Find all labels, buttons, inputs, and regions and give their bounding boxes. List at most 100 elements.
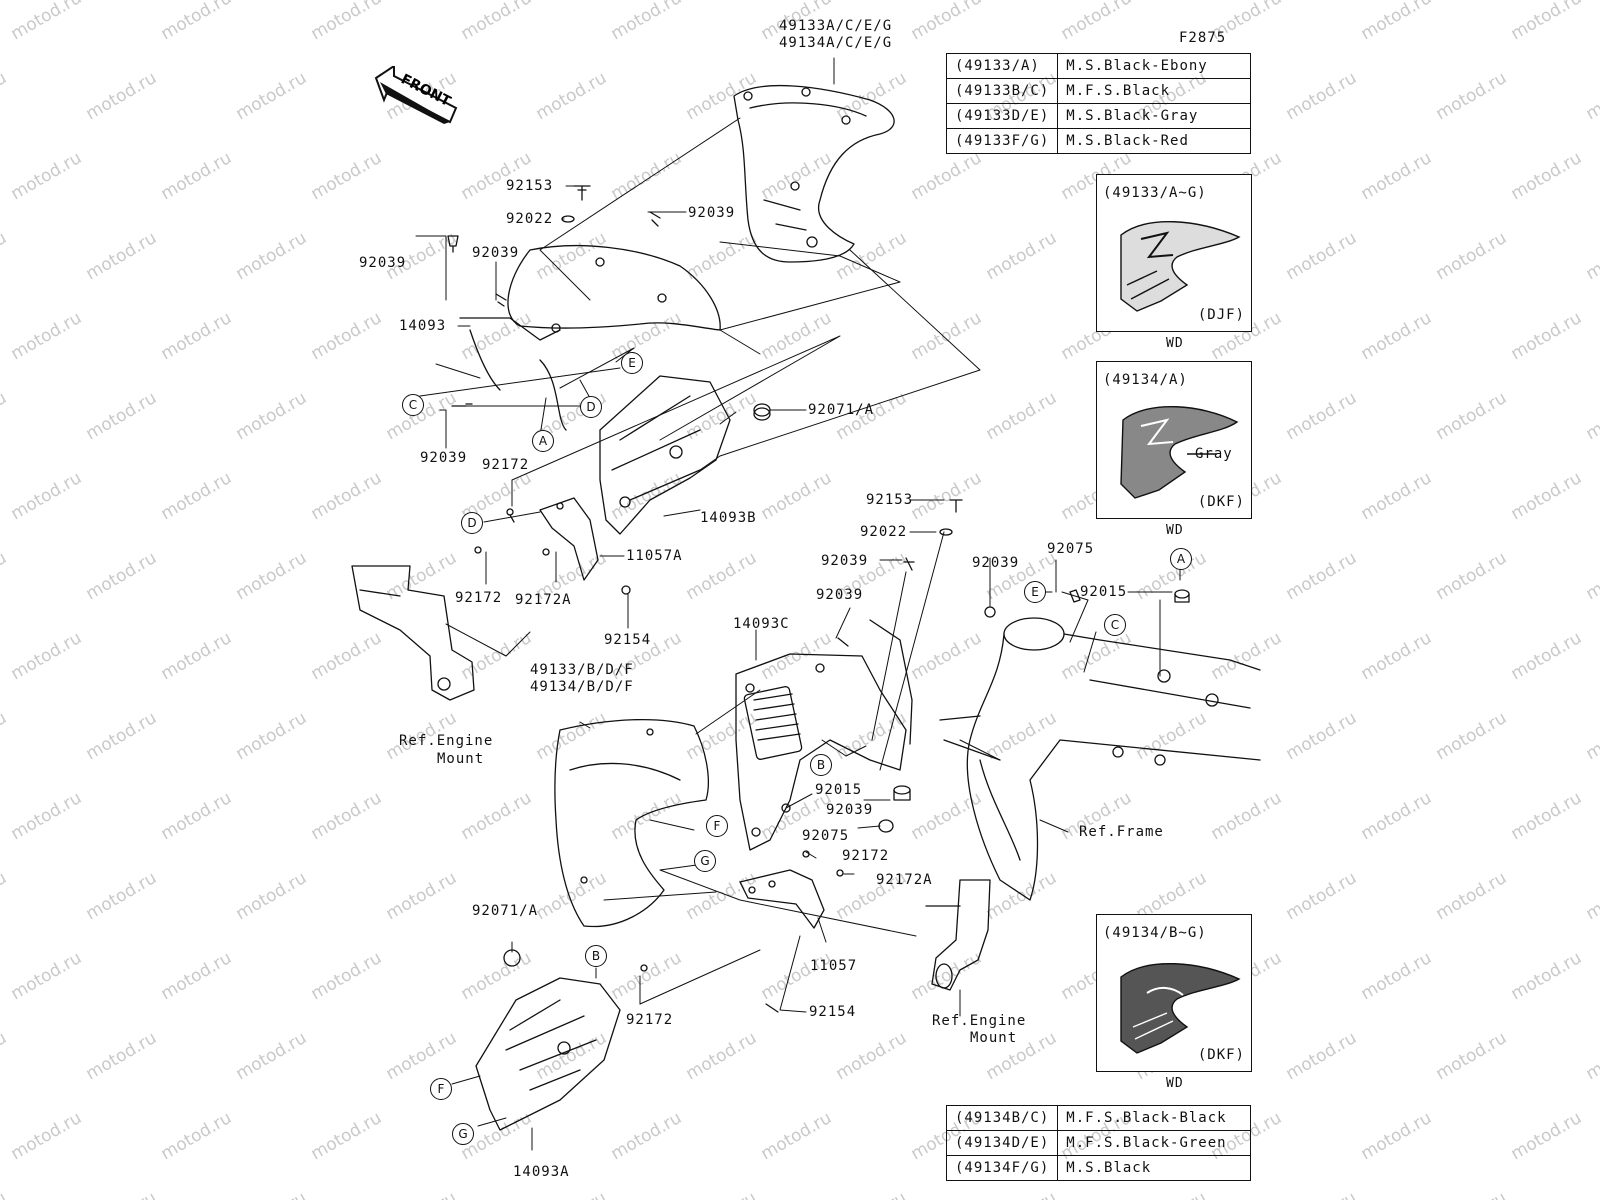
- label-49133a: 49133A/C/E/G: [779, 18, 893, 34]
- label-92015-r: 92015: [1080, 584, 1128, 600]
- color-row: (49134B/C)M.F.S.Black-Black: [945, 1105, 1252, 1131]
- color-row: (49134F/G)M.S.Black: [945, 1155, 1252, 1181]
- part-code-cell: (49133D/E): [945, 103, 1059, 129]
- label-92154-t: 92154: [604, 632, 652, 648]
- color-table-bottom: (49134B/C)M.F.S.Black-Black(49134D/E)M.F…: [945, 1105, 1252, 1181]
- color-row: (49134D/E)M.F.S.Black-Green: [945, 1130, 1252, 1156]
- callout-g-mid: G: [694, 850, 716, 872]
- label-ref-engine-1b: Mount: [437, 751, 485, 767]
- inset-header: (49134/B~G): [1103, 925, 1207, 941]
- callout-b-mid: B: [810, 754, 832, 776]
- label-92022-top: 92022: [506, 211, 554, 227]
- label-92172-m: 92172: [842, 848, 890, 864]
- inset-wd-label: WD: [1166, 1076, 1184, 1091]
- label-14093a: 14093A: [513, 1164, 570, 1180]
- inner-shroud-part: [735, 619, 913, 851]
- color-name-cell: M.S.Black-Gray: [1057, 103, 1252, 129]
- label-49134a: 49134A/C/E/G: [779, 35, 893, 51]
- inset-49134-a: (49134/A) Gray (DKF): [1096, 361, 1252, 519]
- engine-mount-left-part: [351, 565, 475, 701]
- label-11057a: 11057A: [626, 548, 683, 564]
- label-92172-t1: 92172: [482, 457, 530, 473]
- label-ref-engine-1: Ref.Engine: [399, 733, 494, 749]
- stay-bottom-part: [739, 869, 825, 929]
- color-row: (49133/A)M.S.Black-Ebony: [945, 53, 1252, 79]
- label-14093c: 14093C: [733, 616, 790, 632]
- color-name-cell: M.F.S.Black: [1057, 78, 1252, 104]
- color-name-cell: M.F.S.Black-Black: [1057, 1105, 1252, 1131]
- label-92039-m2: 92039: [972, 555, 1020, 571]
- color-row: (49133B/C)M.F.S.Black: [945, 78, 1252, 104]
- inset-wd-label: WD: [1166, 336, 1184, 351]
- label-49134b: 49134/B/D/F: [530, 679, 634, 695]
- callout-d-top: D: [580, 396, 602, 418]
- upper-shroud-part: [733, 84, 895, 263]
- inner-upper-panel-part: [459, 244, 721, 431]
- lower-panel-part: [475, 977, 621, 1131]
- label-92172a-t: 92172A: [515, 592, 572, 608]
- label-14093: 14093: [399, 318, 447, 334]
- shroud-thumbnail-icon: [1120, 221, 1241, 312]
- label-92071a-b: 92071/A: [472, 903, 539, 919]
- callout-c-top: C: [402, 394, 424, 416]
- label-92015-m: 92015: [815, 782, 863, 798]
- label-11057: 11057: [810, 958, 858, 974]
- label-92153-top: 92153: [506, 178, 554, 194]
- color-row: (49133D/E)M.S.Black-Gray: [945, 103, 1252, 129]
- part-code-cell: (49134F/G): [945, 1155, 1059, 1181]
- inset-49134-b-g: (49134/B~G) (DKF): [1096, 914, 1252, 1072]
- label-ref-engine-2: Ref.Engine: [932, 1013, 1027, 1029]
- color-row: (49133F/G)M.S.Black-Red: [945, 128, 1252, 154]
- label-14093b: 14093B: [700, 510, 757, 526]
- label-92172-b: 92172: [626, 1012, 674, 1028]
- inset-header: (49133/A~G): [1103, 185, 1207, 201]
- callout-e-right: E: [1024, 581, 1046, 603]
- inset-49133-a-g: (49133/A~G) (DJF): [1096, 174, 1252, 332]
- label-92075-m: 92075: [802, 828, 850, 844]
- label-92022-mid: 92022: [860, 524, 908, 540]
- callout-a-right: A: [1170, 548, 1192, 570]
- part-code-cell: (49133F/G): [945, 128, 1059, 154]
- label-92039-m4: 92039: [826, 802, 874, 818]
- inset-note: Gray: [1195, 446, 1233, 462]
- label-92039-t3: 92039: [359, 255, 407, 271]
- figure-code: F2875: [1179, 30, 1227, 46]
- front-arrow-icon: FRONT: [374, 66, 458, 124]
- color-table-top: (49133/A)M.S.Black-Ebony(49133B/C)M.F.S.…: [945, 53, 1252, 154]
- inset-wd-label: WD: [1166, 523, 1184, 538]
- label-92039-m1: 92039: [821, 553, 869, 569]
- label-92153-mid: 92153: [866, 492, 914, 508]
- label-49133b: 49133/B/D/F: [530, 662, 634, 678]
- shroud-thumbnail-icon: [1120, 406, 1239, 499]
- shroud-thumbnail-icon: [1120, 963, 1241, 1054]
- inset-header: (49134/A): [1103, 372, 1188, 388]
- callout-f-mid: F: [706, 815, 728, 837]
- outer-shroud-part: [554, 718, 709, 928]
- callout-a-top: A: [532, 430, 554, 452]
- label-92154-b: 92154: [809, 1004, 857, 1020]
- stay-top-part: [539, 497, 599, 581]
- callout-b-bottom: B: [585, 945, 607, 967]
- frame-part: [939, 617, 1261, 901]
- label-92039-m3: 92039: [816, 587, 864, 603]
- label-92172a-m: 92172A: [876, 872, 933, 888]
- label-92172-t2: 92172: [455, 590, 503, 606]
- label-ref-engine-2b: Mount: [970, 1030, 1018, 1046]
- inset-code: (DKF): [1197, 494, 1245, 510]
- engine-mount-right-part: [925, 879, 991, 991]
- inset-code: (DKF): [1197, 1047, 1245, 1063]
- callout-c-right: C: [1104, 614, 1126, 636]
- callout-e-top: E: [621, 352, 643, 374]
- label-92039-t1: 92039: [688, 205, 736, 221]
- label-ref-frame: Ref.Frame: [1079, 824, 1164, 840]
- inset-code: (DJF): [1197, 307, 1245, 323]
- color-name-cell: M.F.S.Black-Green: [1057, 1130, 1252, 1156]
- callout-d-mid: D: [461, 512, 483, 534]
- label-92071a-top: 92071/A: [808, 402, 875, 418]
- inner-bracket-panel-part: [599, 375, 731, 535]
- color-name-cell: M.S.Black: [1057, 1155, 1252, 1181]
- label-92075-top: 92075: [1047, 541, 1095, 557]
- color-name-cell: M.S.Black-Red: [1057, 128, 1252, 154]
